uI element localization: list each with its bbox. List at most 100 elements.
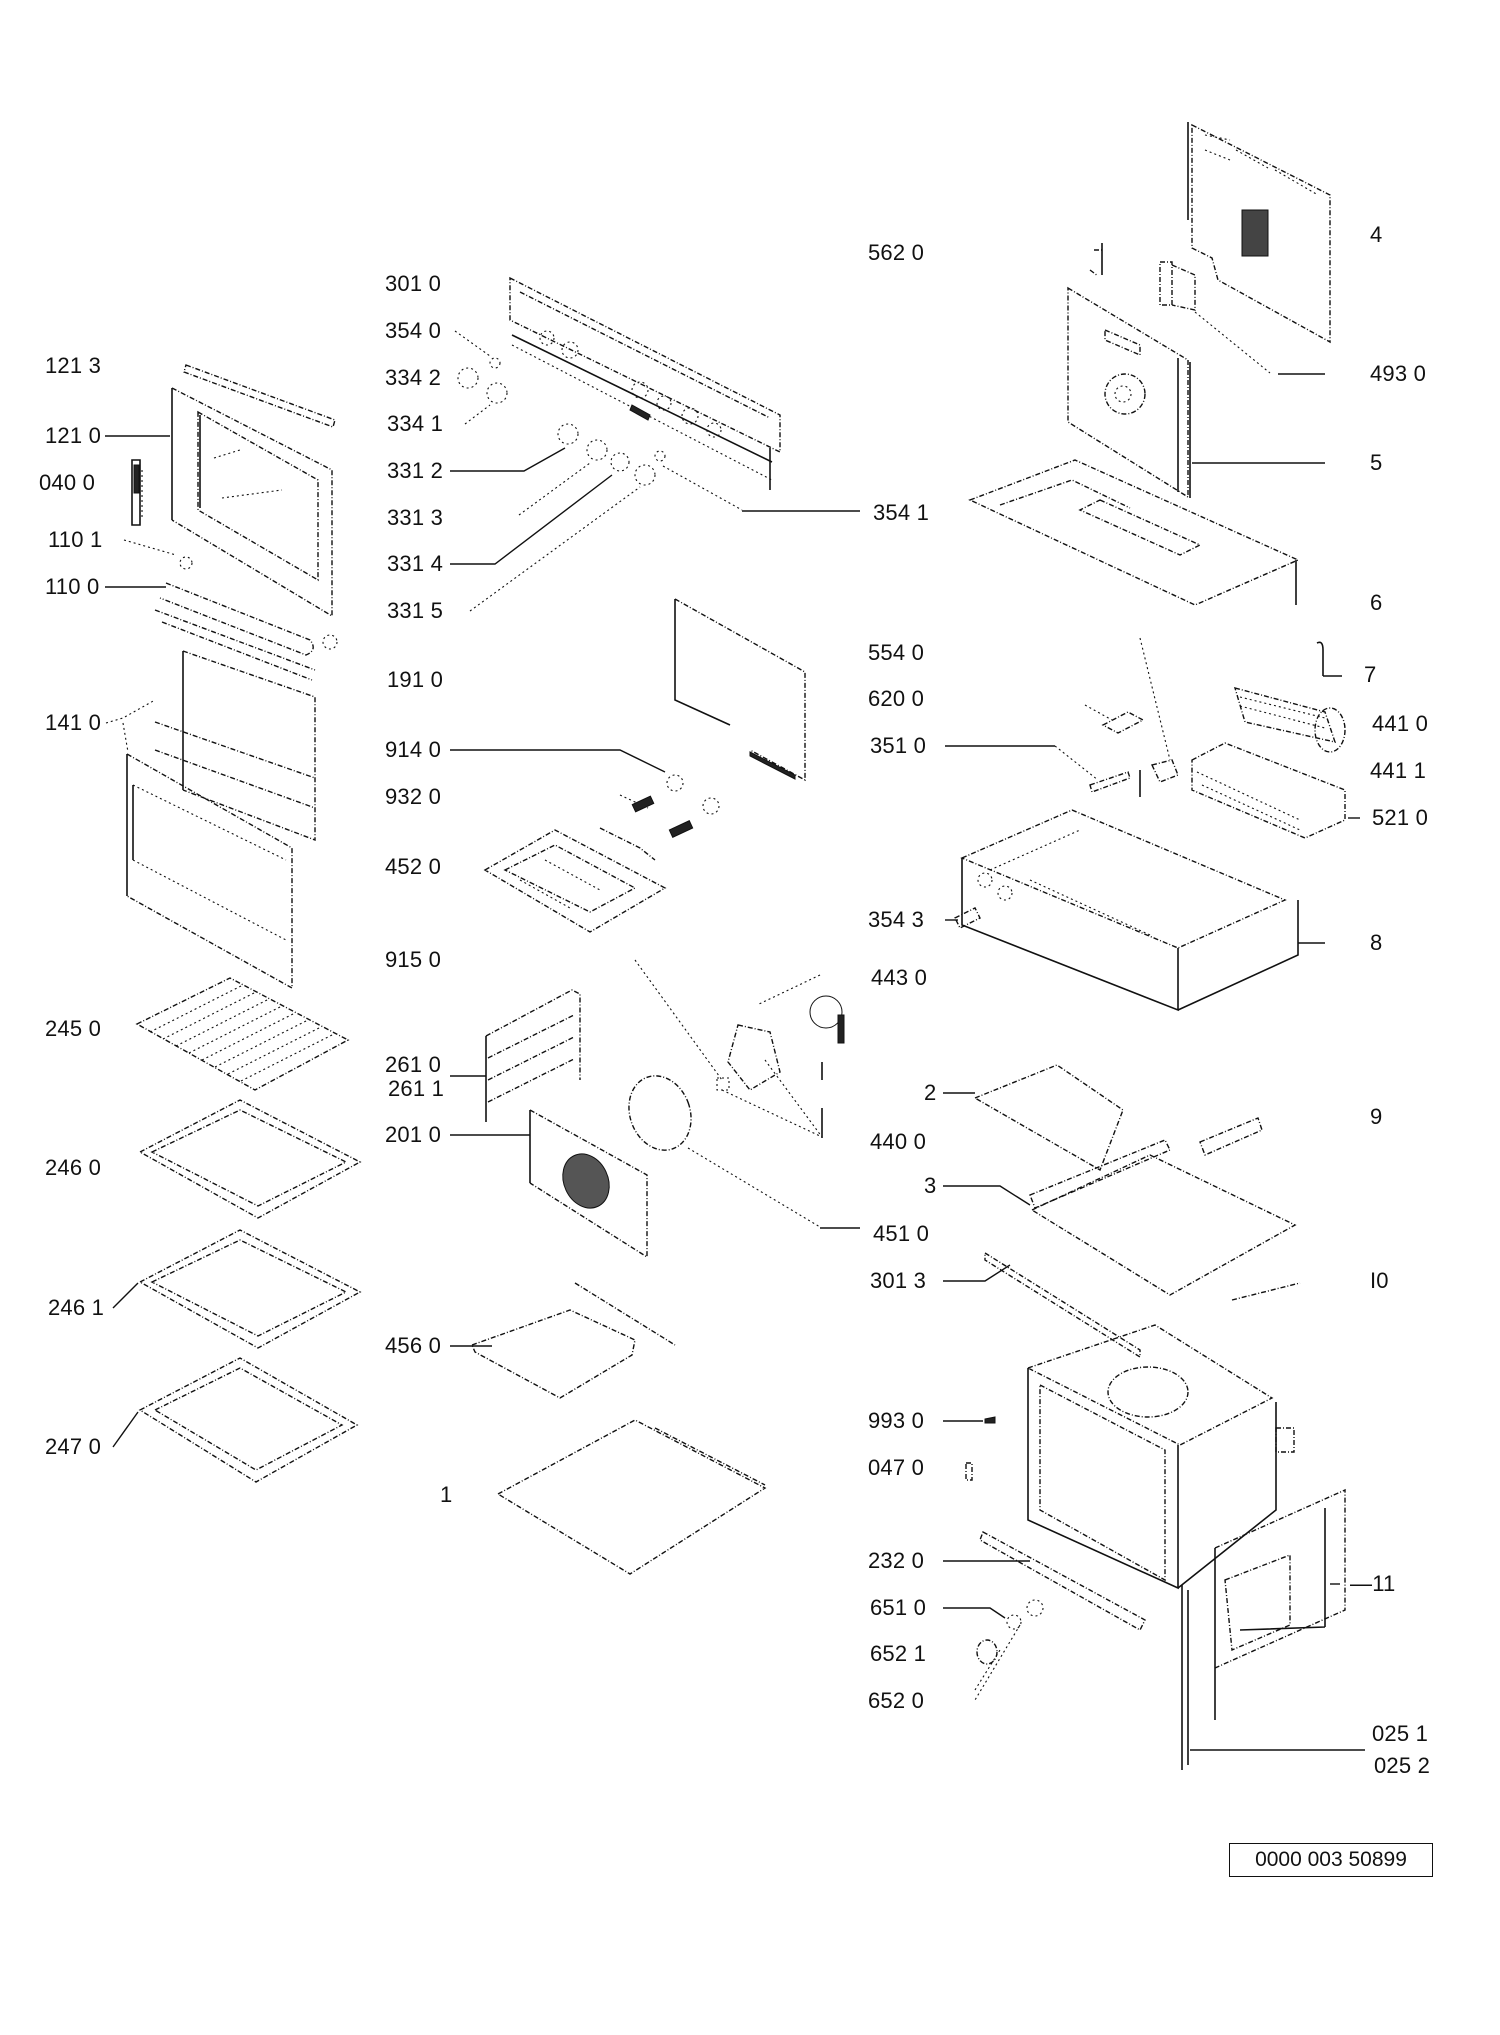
label-040-0: 040 0 xyxy=(39,470,96,495)
label-443-0: 443 0 xyxy=(871,965,928,990)
label-351-0: 351 0 xyxy=(870,733,927,758)
part-control-panel xyxy=(509,276,781,490)
part-grill-element xyxy=(483,827,667,933)
label-331-2: 331 2 xyxy=(387,458,444,483)
part-clip xyxy=(1316,641,1342,677)
part-front-door-frame xyxy=(1214,1488,1346,1720)
label-3: 3 xyxy=(924,1173,937,1198)
label-334-1: 334 1 xyxy=(387,411,444,436)
label-110-1: 110 1 xyxy=(48,527,103,552)
label-452-0: 452 0 xyxy=(385,854,442,879)
label-11: —11 xyxy=(1350,1571,1396,1596)
part-switch-knob xyxy=(943,1599,1044,1701)
label-932-0: 932 0 xyxy=(385,784,442,809)
part-tangential-fan xyxy=(1233,687,1346,753)
label-245-0: 245 0 xyxy=(45,1016,102,1041)
label-440-0: 440 0 xyxy=(870,1129,927,1154)
part-screw xyxy=(943,1416,996,1424)
part-shelf-runner xyxy=(450,989,581,1122)
label-301-3: 301 3 xyxy=(870,1268,927,1293)
label-652-0: 652 0 xyxy=(868,1688,925,1713)
document-id-box: 0000 003 50899 xyxy=(1229,1843,1433,1877)
label-441-1: 441 1 xyxy=(1370,758,1427,783)
label-201-0: 201 0 xyxy=(385,1122,442,1147)
label-562-0: 562 0 xyxy=(868,240,925,265)
part-door-top-trim xyxy=(183,364,336,428)
part-rail xyxy=(943,1251,1141,1359)
label-6: 6 xyxy=(1370,590,1383,615)
label-620-0: 620 0 xyxy=(868,686,925,711)
part-control-module xyxy=(1191,742,1360,839)
part-terminals xyxy=(450,749,720,838)
label-456-0: 456 0 xyxy=(385,1333,442,1358)
label-651-0: 651 0 xyxy=(870,1595,927,1620)
label-261-0: 261 0 xyxy=(385,1052,442,1077)
label-334-2: 334 2 xyxy=(385,365,442,390)
part-rear-fan-cover xyxy=(450,1109,648,1259)
label-025-2: 025 2 xyxy=(1374,1753,1431,1778)
label-554-0: 554 0 xyxy=(868,640,925,665)
part-oven-light-glass xyxy=(450,1282,676,1399)
part-small-bracket xyxy=(1199,1117,1263,1156)
part-wire-shelf xyxy=(135,977,350,1091)
label-110-0: 110 0 xyxy=(45,574,100,599)
part-back-panel xyxy=(1067,286,1325,499)
label-331-4: 331 4 xyxy=(387,551,444,576)
part-bulb-holder xyxy=(945,907,981,929)
label-301-0: 301 0 xyxy=(385,271,442,296)
part-circular-heater xyxy=(628,1075,860,1229)
label-915-0: 915 0 xyxy=(385,947,442,972)
label-247-0: 247 0 xyxy=(45,1434,102,1459)
part-relay-block xyxy=(1084,637,1179,797)
label-354-3: 354 3 xyxy=(868,907,925,932)
part-oven-cavity xyxy=(1026,1324,1295,1590)
label-141-0: 141 0 xyxy=(45,710,102,735)
label-354-1: 354 1 xyxy=(873,500,930,525)
part-outer-door-glass xyxy=(126,753,293,990)
label-2: 2 xyxy=(924,1080,937,1105)
part-sensor-tube xyxy=(945,745,1131,793)
label-191-0: 191 0 xyxy=(387,667,444,692)
part-drip-pan xyxy=(112,1357,359,1483)
part-electronics-tray xyxy=(960,809,1325,1012)
part-convection-fan xyxy=(634,959,845,1138)
part-hinge-screw xyxy=(123,539,193,570)
label-10: I0 xyxy=(1370,1268,1389,1293)
part-transformer xyxy=(1159,261,1325,375)
label-121-0: 121 0 xyxy=(45,423,102,448)
label-121-3: 121 3 xyxy=(45,353,102,378)
label-993-0: 993 0 xyxy=(868,1408,925,1433)
label-246-1: 246 1 xyxy=(48,1295,105,1320)
label-025-1: 025 1 xyxy=(1372,1721,1429,1746)
part-oven-door-seal xyxy=(674,598,806,782)
label-441-0: 441 0 xyxy=(1372,711,1429,736)
part-inner-door-frame xyxy=(171,387,333,618)
label-331-5: 331 5 xyxy=(387,598,444,623)
part-glass-panels xyxy=(105,609,316,842)
part-rear-cover xyxy=(1187,122,1331,344)
label-1: 1 xyxy=(440,1482,453,1507)
label-914-0: 914 0 xyxy=(385,737,442,762)
label-9: 9 xyxy=(1370,1104,1383,1129)
part-door-hinge xyxy=(131,459,143,526)
label-232-0: 232 0 xyxy=(868,1548,925,1573)
part-knobs xyxy=(457,357,666,486)
label-493-0: 493 0 xyxy=(1370,361,1427,386)
label-521-0: 521 0 xyxy=(1372,805,1429,830)
label-261-1: 261 1 xyxy=(388,1076,445,1101)
label-652-1: 652 1 xyxy=(870,1641,927,1666)
part-side-panel xyxy=(943,1139,1297,1296)
label-4: 4 xyxy=(1370,222,1383,247)
label-246-0: 246 0 xyxy=(45,1155,102,1180)
part-bottom-trim xyxy=(943,1531,1146,1631)
part-door-handle xyxy=(159,582,338,656)
part-bracket xyxy=(1089,243,1104,277)
label-451-0: 451 0 xyxy=(873,1221,930,1246)
part-spring-clip xyxy=(965,1462,973,1481)
part-baking-tray xyxy=(138,1099,362,1219)
part-baking-tray-2 xyxy=(112,1229,362,1349)
label-354-0: 354 0 xyxy=(385,318,442,343)
label-8: 8 xyxy=(1370,930,1383,955)
label-331-3: 331 3 xyxy=(387,505,444,530)
